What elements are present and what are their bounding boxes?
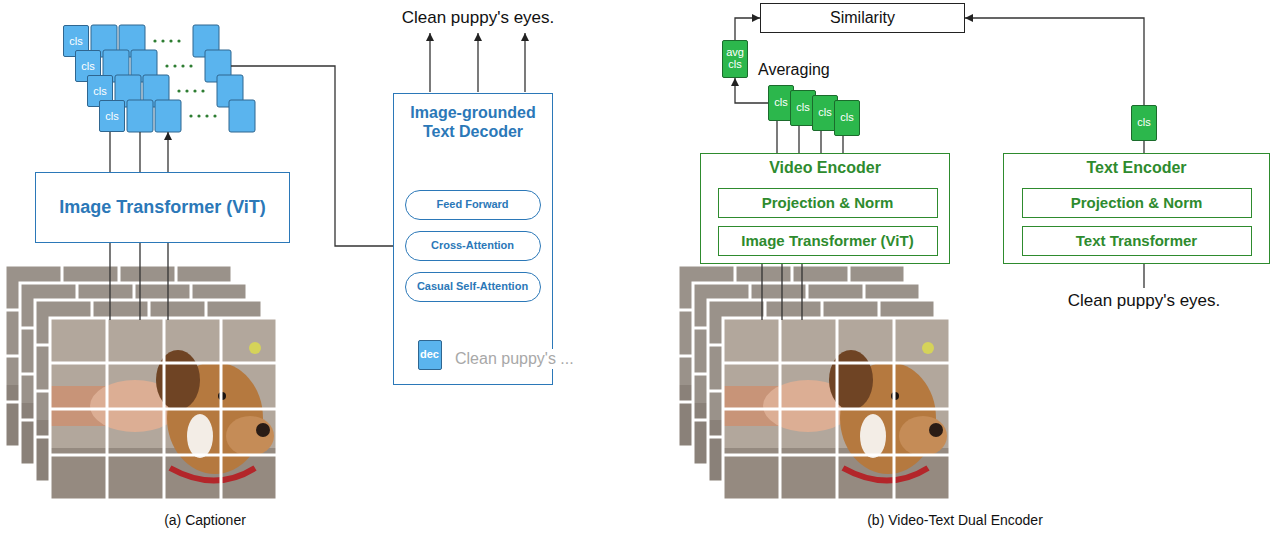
node-text: cls [1137, 117, 1150, 129]
video-frames [5, 265, 277, 500]
connector [842, 136, 843, 153]
token-squares [127, 100, 153, 132]
layer-box: Image Transformer (ViT) [718, 226, 938, 256]
ellipsis-dots [173, 64, 176, 67]
wire [477, 33, 478, 92]
wire [1143, 264, 1144, 288]
node-text: Cross-Attention [431, 236, 514, 255]
wire [139, 132, 140, 172]
layer-box: Projection & Norm [718, 188, 938, 218]
video-frames [678, 265, 950, 500]
ellipsis-dots [177, 39, 180, 42]
layer-box: Projection & Norm [1022, 188, 1252, 218]
node-text: Casual Self-Attention [417, 277, 528, 296]
node-text: Projection & Norm [762, 194, 894, 211]
ellipsis-dots [213, 114, 216, 117]
node-text: Video Encoder [769, 159, 881, 177]
token: avg cls [722, 40, 748, 78]
ellipsis-dots [161, 39, 164, 42]
node-text: cls [796, 102, 809, 114]
subfigure-caption: (b) Video-Text Dual Encoder [867, 510, 1043, 530]
node-text: avg cls [723, 47, 747, 70]
wire [110, 243, 168, 320]
node-text: cls [81, 60, 94, 72]
input-caption: Clean puppy's ... [455, 349, 574, 369]
ellipsis-dots [193, 89, 196, 92]
ellipsis-dots [153, 39, 216, 117]
node-text: Text Encoder [1086, 159, 1186, 177]
connector [1143, 141, 1144, 153]
layer-pill: Feed Forward [405, 190, 541, 220]
connector [820, 131, 821, 153]
node-text: cls [105, 110, 118, 122]
decoder-box: Image-grounded Text DecoderFeed ForwardC… [393, 93, 553, 385]
ellipsis-dots [201, 89, 204, 92]
node-text: cls [93, 85, 106, 97]
ellipsis-dots [165, 64, 168, 67]
step-label: Averaging [758, 60, 830, 80]
wire [429, 33, 430, 92]
ellipsis-dots [169, 39, 172, 42]
token: dec [418, 340, 442, 370]
token: cls [99, 100, 125, 132]
ellipsis-dots [177, 89, 180, 92]
encoder-box: Text EncoderProjection & NormText Transf… [1003, 153, 1270, 264]
token-squares [155, 100, 181, 132]
connector [735, 78, 768, 103]
token: cls [1131, 105, 1157, 141]
ellipsis-dots [185, 89, 188, 92]
connector [965, 18, 1144, 105]
encoder-box: Video EncoderProjection & NormImage Tran… [700, 153, 950, 264]
encoder-box: Image Transformer (ViT) [35, 172, 290, 243]
layer-pill: Cross-Attention [405, 231, 541, 261]
ellipsis-dots [197, 114, 200, 117]
wire [167, 132, 168, 172]
node-text: Projection & Norm [1071, 194, 1203, 211]
connector [798, 126, 799, 153]
node-text: Image Transformer (ViT) [741, 232, 913, 249]
node-text: Text Transformer [1076, 232, 1197, 249]
ellipsis-dots [189, 64, 192, 67]
node-text: cls [818, 107, 831, 119]
node-text: Feed Forward [436, 195, 508, 214]
node-text: Image Transformer (ViT) [59, 197, 266, 218]
layer-pill: Casual Self-Attention [405, 272, 541, 302]
connector [735, 18, 760, 40]
token-squares [91, 25, 255, 132]
connector [109, 132, 110, 172]
node-text: cls [840, 112, 853, 124]
wire [762, 256, 802, 320]
ellipsis-dots [205, 114, 208, 117]
ellipsis-dots [189, 114, 192, 117]
ellipsis-dots [153, 39, 156, 42]
similarity-box: Similarity [760, 3, 965, 33]
connector [776, 121, 777, 153]
node-text: dec [420, 348, 439, 360]
input-caption: Clean puppy's eyes. [1068, 291, 1221, 311]
layer-box: Text Transformer [1022, 226, 1252, 256]
ellipsis-dots [181, 64, 184, 67]
subfigure-caption: (a) Captioner [164, 510, 246, 530]
token: cls [834, 100, 860, 136]
node-text: Similarity [830, 9, 895, 27]
node-text: cls [69, 35, 82, 47]
output-caption: Clean puppy's eyes. [402, 8, 555, 28]
node-text: Image-grounded Text Decoder [399, 103, 547, 141]
node-text: cls [774, 97, 787, 109]
token-squares [229, 100, 255, 132]
wire [524, 33, 525, 92]
